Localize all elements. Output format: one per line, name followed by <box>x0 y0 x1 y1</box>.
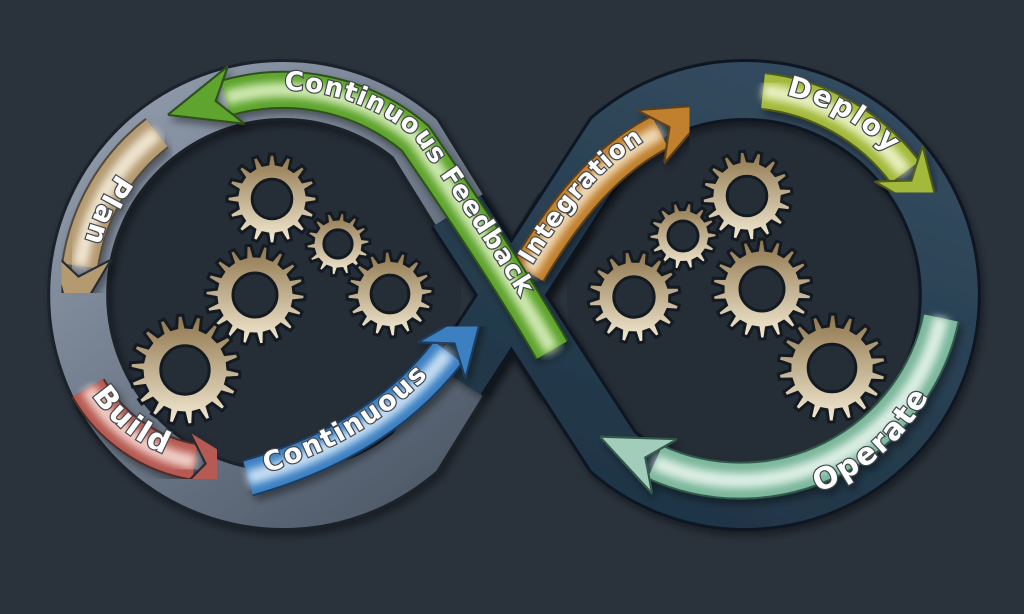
gear-icon <box>225 152 319 246</box>
deploy-ribbon-highlight <box>762 83 912 177</box>
build-ribbon-highlight <box>81 384 197 470</box>
gear-icon <box>776 312 888 424</box>
gear-icon <box>304 210 372 278</box>
operate-ribbon-highlight <box>651 316 949 489</box>
gears <box>128 149 888 427</box>
integration-ribbon-highlight <box>521 125 664 276</box>
right-loop-interior <box>567 117 923 473</box>
gear-icon <box>203 243 307 347</box>
plan-ribbon-highlight <box>72 127 162 268</box>
gear-icon <box>710 237 814 341</box>
gear-icon <box>345 249 435 339</box>
gear-icon <box>700 149 794 243</box>
gear-icon <box>586 249 682 345</box>
gear-icon <box>128 313 242 427</box>
continuous-ribbon-highlight <box>245 347 454 486</box>
feedback-ribbon-highlight <box>223 82 559 354</box>
gear-icon <box>647 200 719 272</box>
